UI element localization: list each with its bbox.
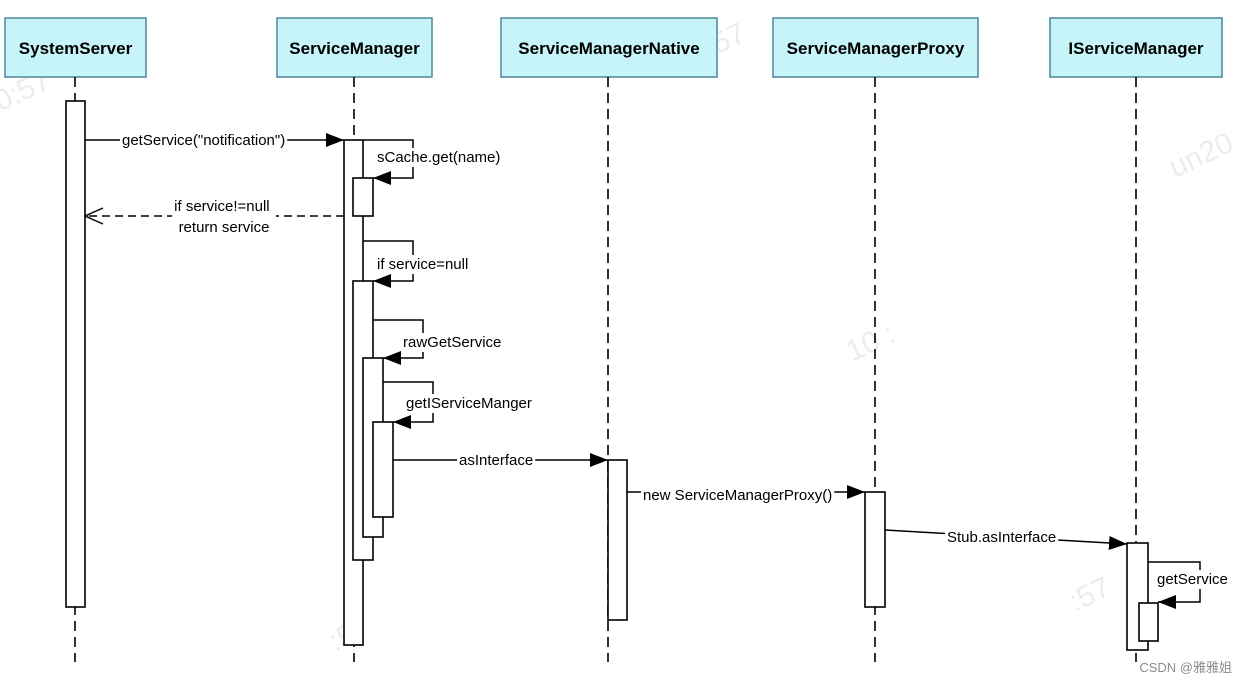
message-label-background	[404, 394, 534, 413]
message-new-service-manager-proxy: new ServiceManagerProxy()	[627, 485, 865, 505]
message-if-service-null: if service=null	[363, 240, 471, 288]
lifeline-header-box	[1049, 17, 1223, 78]
message-label-background	[120, 131, 288, 150]
message-label: getService("notification")	[122, 132, 285, 149]
message-label-background	[172, 197, 276, 237]
return-condition-line: if service!=null	[174, 198, 269, 215]
credit-text: CSDN @雅雅姐	[1139, 660, 1232, 675]
watermark-text: un20	[1164, 126, 1238, 184]
message-label-background	[457, 451, 536, 470]
message-get-service-notification: getService("notification")	[85, 131, 344, 150]
activation-scache-get	[352, 177, 374, 217]
activation-servicemanagernative	[607, 459, 628, 621]
activation-bars	[65, 100, 1159, 651]
message-label: rawGetService	[403, 334, 501, 351]
message-label: Stub.asInterface	[947, 529, 1056, 546]
message-label: if service!=null return service	[174, 198, 274, 236]
message-label-background	[375, 148, 503, 167]
message-raw-get-service: rawGetService	[373, 319, 504, 365]
lifeline-servicemanager: ServiceManager	[276, 17, 433, 662]
message-label: if service=null	[377, 256, 468, 273]
lifeline-header-box	[276, 17, 433, 78]
return-value-line: return service	[179, 219, 270, 236]
lifeline-title: ServiceManagerNative	[518, 39, 699, 58]
activation-servicemanagerproxy	[864, 491, 886, 608]
lifeline-header-box	[500, 17, 718, 78]
activation-systemserver	[65, 100, 86, 608]
message-scache-get: sCache.get(name)	[363, 139, 503, 185]
message-label-background	[1155, 570, 1230, 589]
activation-get-iservice-manager	[372, 421, 394, 518]
lifeline-header-box	[4, 17, 147, 78]
message-label: asInterface	[459, 452, 533, 469]
message-label-background	[375, 255, 471, 274]
watermark-text: 10 :	[841, 317, 900, 368]
message-label-background	[641, 486, 835, 505]
message-get-service: getService	[1148, 561, 1230, 609]
message-label: getService	[1157, 571, 1228, 588]
message-as-interface: asInterface	[393, 451, 608, 470]
activation-get-service	[1138, 602, 1159, 642]
lifeline-title: SystemServer	[19, 39, 133, 58]
lifeline-title: IServiceManager	[1068, 39, 1204, 58]
lifeline-title: ServiceManagerProxy	[787, 39, 965, 58]
message-label: sCache.get(name)	[377, 149, 500, 166]
watermark-text: :57	[1064, 571, 1116, 619]
message-label: getIServiceManger	[406, 395, 532, 412]
message-get-iservice-manager: getIServiceManger	[383, 381, 534, 429]
lifeline-title: ServiceManager	[289, 39, 420, 58]
message-stub-as-interface: Stub.asInterface	[884, 528, 1128, 550]
message-label-background	[945, 528, 1059, 547]
message-return-service: if service!=null return service	[85, 197, 344, 237]
lifeline-header-box	[772, 17, 979, 78]
lifeline-iservicemanager: IServiceManager	[1049, 17, 1223, 662]
message-label-background	[401, 333, 504, 352]
message-label: new ServiceManagerProxy()	[643, 487, 832, 504]
